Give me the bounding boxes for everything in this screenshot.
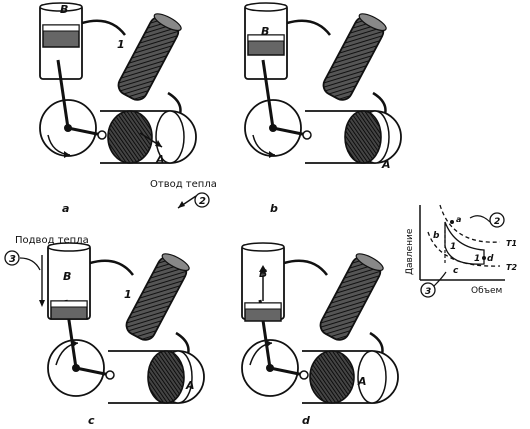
pv-point-a-label: a: [456, 215, 461, 224]
pv-cycle: [444, 221, 485, 265]
pv-point-c-label: c: [453, 266, 459, 276]
panel-b-chamber-a: A: [381, 158, 391, 171]
pv-diagram: [419, 204, 505, 298]
panel-c-step: 3: [9, 254, 16, 265]
pv-point-b-label: b: [433, 231, 440, 241]
panel-b: [243, 1, 403, 165]
panel-d-chamber-a: A: [357, 375, 367, 388]
panel-c-chamber-b: B: [63, 270, 71, 283]
pv-isotherm-hot: [439, 204, 501, 243]
pv-point-d-label: d: [487, 254, 494, 264]
panel-b-chamber-b: B: [261, 25, 269, 38]
pv-isotherm-cold-label: T2: [506, 263, 517, 272]
panel-c-chamber-a: A: [185, 379, 195, 392]
panel-a-chamber-a: A: [155, 153, 165, 166]
panel-a-chamber-b: B: [60, 3, 68, 16]
pv-isotherm-hot-label: T1: [506, 239, 517, 248]
panel-d-chamber-b: B: [259, 267, 267, 280]
pv-isotherm-cold: [427, 231, 501, 267]
pv-ylabel: Давление: [405, 228, 415, 275]
panel-a-letter: a: [62, 202, 69, 215]
panel-a-step-circle: [194, 192, 210, 208]
pv-mark-left: 1: [450, 242, 456, 252]
panel-b-letter: b: [270, 202, 278, 215]
pv-point-d: [482, 256, 486, 260]
panel-a-regenerator-label: 1: [117, 38, 125, 51]
panel-d: [240, 241, 400, 405]
pv-mark-right: 1: [474, 254, 480, 264]
panel-c-letter: c: [88, 414, 95, 427]
panel-a: [38, 1, 198, 165]
panel-c-caption: Подвод тепла: [15, 235, 89, 246]
panel-a-step: 2: [199, 196, 206, 207]
panel-c-heat-in-arrow: [19, 257, 41, 271]
pv-step-top: 2: [494, 217, 500, 227]
pv-xlabel: Объем: [471, 286, 502, 296]
panel-c: [39, 241, 206, 405]
pv-step-bottom: 3: [425, 287, 431, 297]
panel-a-caption: Отвод тепла: [150, 179, 217, 190]
pv-point-a: [450, 220, 454, 224]
panel-c-regenerator-label: 1: [124, 288, 132, 301]
panel-c-step-circle: [4, 250, 20, 266]
panel-d-letter: d: [302, 414, 310, 427]
